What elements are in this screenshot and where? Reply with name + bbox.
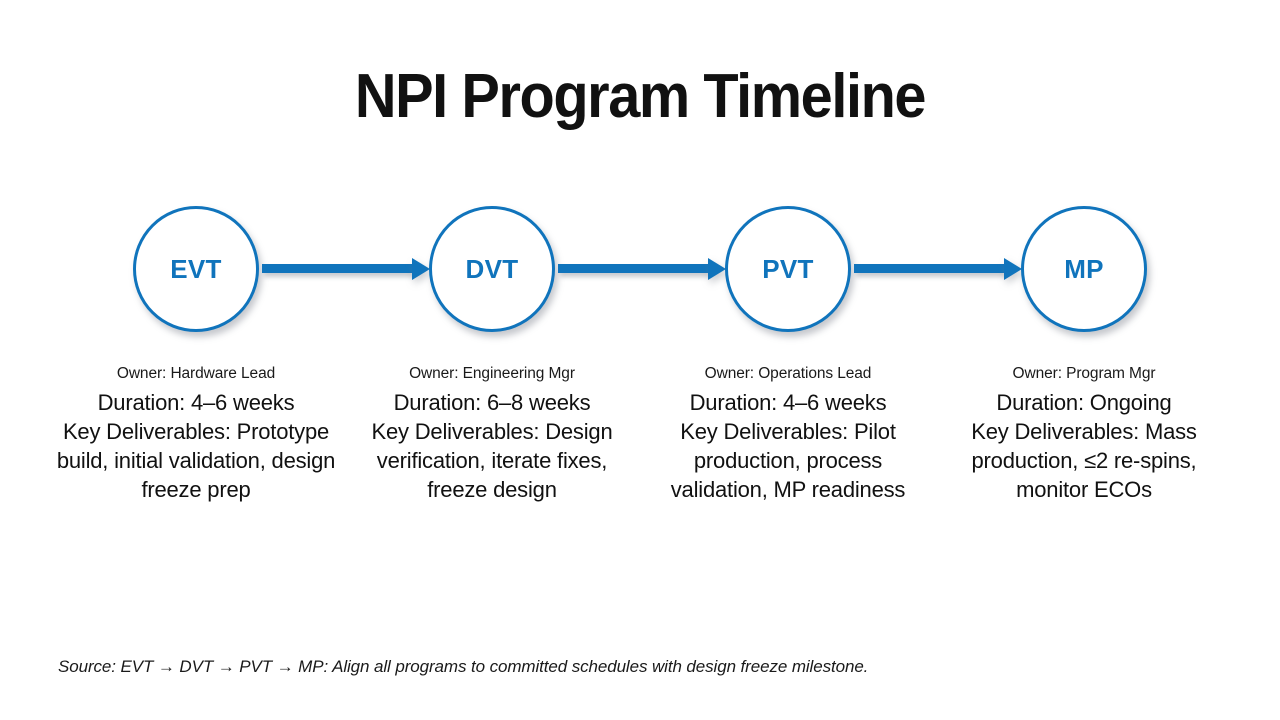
process-node-pvt[interactable]: PVT xyxy=(725,206,851,332)
flow-arrow-dvt-to-pvt xyxy=(558,258,726,280)
arrow-shaft xyxy=(558,264,708,273)
phase-detail: Duration: 4–6 weeks Key Deliverables: Pi… xyxy=(670,389,906,503)
arrow-shaft xyxy=(262,264,412,273)
arrow-shaft xyxy=(854,264,1004,273)
phase-owner: Owner: Engineering Mgr xyxy=(409,365,575,382)
arrow-head-icon xyxy=(412,258,430,280)
process-flow-diagram: EVT DVT PVT MP xyxy=(0,206,1280,334)
phase-detail: Duration: 6–8 weeks Key Deliverables: De… xyxy=(371,389,613,503)
phase-column-pvt: Owner: Operations Lead Duration: 4–6 wee… xyxy=(640,364,936,504)
phase-owner: Owner: Operations Lead xyxy=(704,365,872,382)
phase-column-evt: Owner: Hardware Lead Duration: 4–6 weeks… xyxy=(48,364,344,504)
phase-detail: Duration: Ongoing Key Deliverables: Mass… xyxy=(971,389,1197,503)
phase-owner: Owner: Hardware Lead xyxy=(116,365,276,382)
flow-arrow-pvt-to-mp xyxy=(854,258,1022,280)
process-node-mp[interactable]: MP xyxy=(1021,206,1147,332)
phase-owner: Owner: Program Mgr xyxy=(1012,365,1156,382)
process-node-dvt[interactable]: DVT xyxy=(429,206,555,332)
arrow-head-icon xyxy=(1004,258,1022,280)
phase-details-row: Owner: Hardware Lead Duration: 4–6 weeks… xyxy=(0,364,1280,504)
process-node-evt[interactable]: EVT xyxy=(133,206,259,332)
process-node-label: EVT xyxy=(170,254,222,284)
process-node-label: PVT xyxy=(762,254,814,284)
phase-column-dvt: Owner: Engineering Mgr Duration: 6–8 wee… xyxy=(344,364,640,504)
source-note: Source: EVT → DVT → PVT → MP: Align all … xyxy=(58,657,869,676)
flow-arrow-evt-to-dvt xyxy=(262,258,430,280)
process-node-label: MP xyxy=(1064,254,1104,284)
arrow-head-icon xyxy=(708,258,726,280)
process-node-label: DVT xyxy=(465,254,519,284)
phase-detail: Duration: 4–6 weeks Key Deliverables: Pr… xyxy=(56,389,336,503)
phase-column-mp: Owner: Program Mgr Duration: Ongoing Key… xyxy=(936,364,1232,504)
page-title: NPI Program Timeline xyxy=(354,62,927,131)
